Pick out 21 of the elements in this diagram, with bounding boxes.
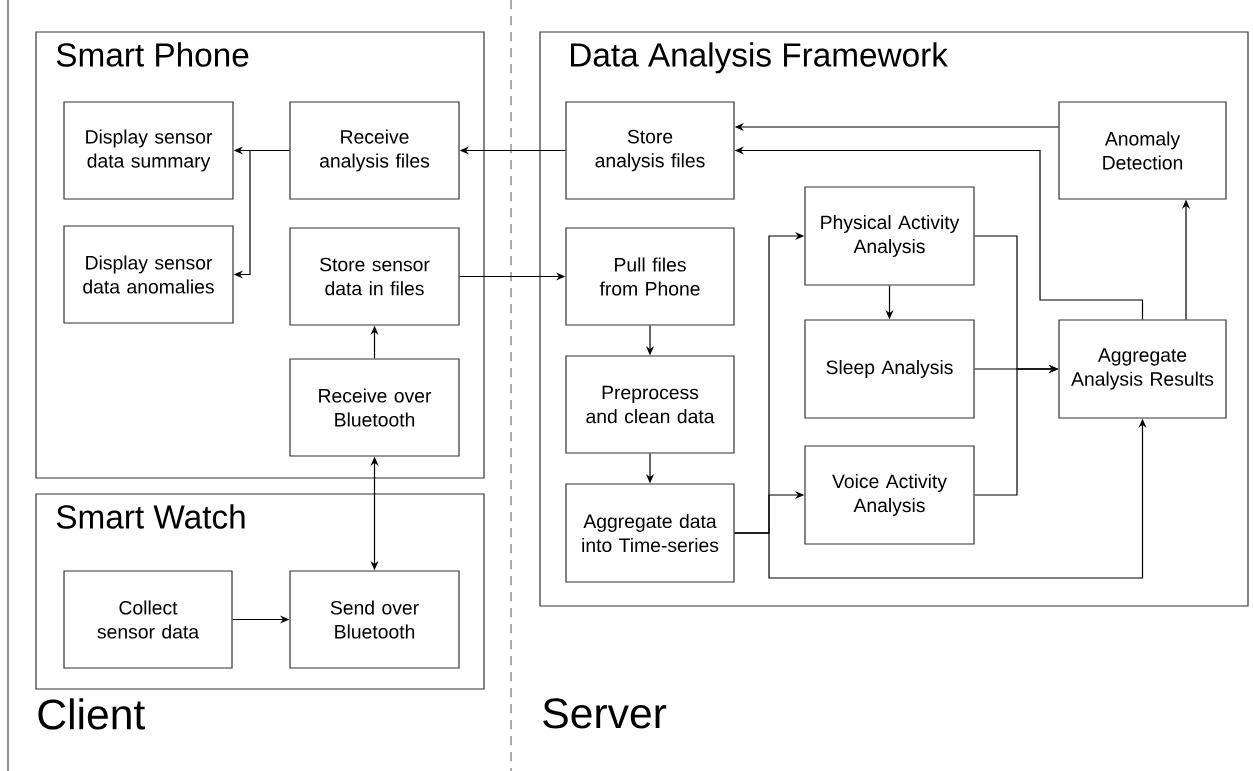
process-box: Store analysis files xyxy=(565,101,735,200)
panel-heading: Smart Phone xyxy=(56,42,249,67)
region-label: Client xyxy=(38,698,145,730)
process-box: Send over Bluetooth xyxy=(289,570,460,669)
process-box: Preprocess and clean data xyxy=(565,355,735,454)
process-box: Store sensor data in files xyxy=(289,227,460,326)
region-label: Server xyxy=(543,698,667,729)
process-box: Display sensor data anomalies xyxy=(63,225,234,324)
process-box: Anomaly Detection xyxy=(1058,101,1227,200)
panel-heading: Smart Watch xyxy=(56,504,245,529)
process-box: Collect sensor data xyxy=(63,570,233,669)
process-box: Aggregate Analysis Results xyxy=(1058,319,1227,419)
process-box: Sleep Analysis xyxy=(804,319,975,419)
process-box: Receive over Bluetooth xyxy=(289,358,460,457)
panel-heading: Data Analysis Framework xyxy=(571,42,948,74)
process-box: Display sensor data summary xyxy=(63,101,234,200)
process-box: Receive analysis files xyxy=(289,101,460,200)
process-box: Physical Activity Analysis xyxy=(804,186,975,286)
process-box: Voice Activity Analysis xyxy=(804,445,975,545)
process-box: Pull files from Phone xyxy=(565,227,735,326)
process-box: Aggregate data into Time-series xyxy=(565,483,735,583)
